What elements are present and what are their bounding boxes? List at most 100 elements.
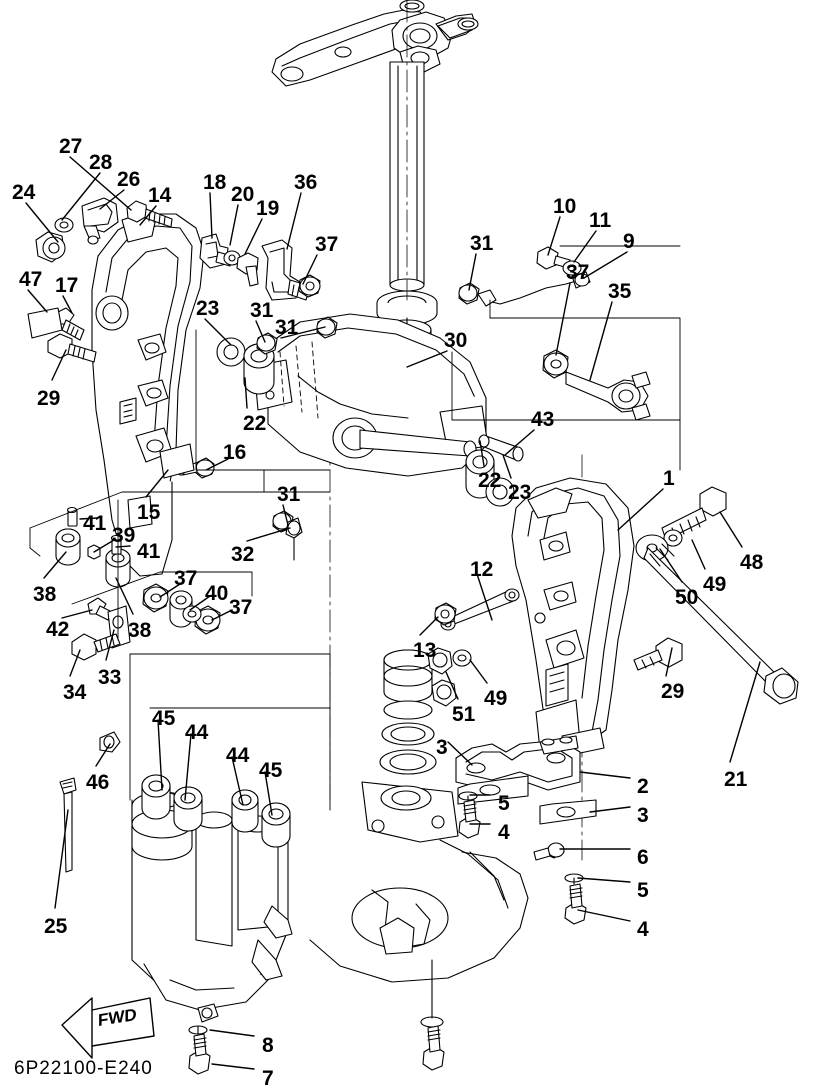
leader-line [691,539,706,570]
link-35 [565,371,651,421]
bolt-37-a [298,274,321,298]
cable-assembly [477,271,591,307]
part-number-label: 6P22100-E240 [14,1058,153,1079]
callout-39: 39 [112,524,136,547]
bushing-44-a [173,786,203,832]
callout-43: 43 [531,408,555,431]
leader-line [61,172,101,221]
leader-line [25,202,59,243]
clamp-26 [81,197,119,245]
callout-4: 4 [637,918,649,941]
bolt-31-a [256,332,278,355]
leader-line [589,806,631,813]
callout-6: 6 [637,846,649,869]
leader-line [93,539,115,553]
bolt-7 [188,1033,211,1075]
leader-line [99,189,125,210]
leader-line [469,659,488,684]
leader-line [211,609,233,621]
callout-45: 45 [259,759,283,782]
callout-40: 40 [205,582,229,605]
leader-line [115,545,131,548]
callout-18: 18 [203,171,227,194]
leader-line [209,192,213,239]
leader-line [579,771,631,779]
callout-23: 23 [508,481,532,504]
callout-3: 3 [436,736,448,759]
leader-line [157,719,163,791]
callout-31: 31 [250,299,274,322]
bolt-31-c [458,282,480,305]
leader-line [583,251,628,279]
callout-28: 28 [89,151,113,174]
block-15 [159,443,195,479]
callout-16: 16 [223,441,247,464]
leader-line [286,192,302,250]
callout-11: 11 [589,209,612,232]
callout-37: 37 [566,261,590,284]
leader-line [79,517,98,520]
callout-41: 41 [137,540,161,563]
callout-30: 30 [444,329,468,352]
bolt-37-c [142,583,169,613]
bolt-34 [71,633,121,661]
bushing-45-a [141,774,171,820]
callout-4: 4 [498,821,510,844]
callout-5: 5 [637,879,649,902]
leader-line [447,741,473,766]
leader-line [51,349,67,381]
nut-51-a [427,647,453,675]
bolt-4-a [458,799,481,839]
callout-22: 22 [243,412,267,435]
nut-24 [35,231,66,263]
link-bottom [197,1003,219,1023]
leader-line [589,301,613,381]
leader-line [577,909,631,922]
bolt-31-b [316,316,338,339]
callout-8: 8 [262,1034,274,1057]
callout-29: 29 [37,387,61,410]
bolt-37-b [542,349,569,379]
bolt-19 [236,252,259,287]
leader-line [665,647,673,677]
leader-line [209,1029,255,1037]
callout-13: 13 [413,639,437,662]
callout-12: 12 [470,558,494,581]
leader-line [577,877,631,883]
leader-line [244,377,248,409]
link-32 [285,517,303,561]
leader-line [115,577,134,615]
pin-41-a [66,506,78,527]
callout-25: 25 [44,915,68,938]
bushing-44-b [231,789,259,833]
washer-11 [562,260,582,276]
plate-47 [27,307,63,339]
seal-stack [379,649,437,775]
leader-line [145,469,169,498]
leader-line [105,629,115,661]
callout-5: 5 [498,792,510,815]
bolt-29-right [633,637,683,671]
leader-line [573,230,597,263]
leader-line [280,326,326,339]
leader-line [282,504,289,526]
callout-48: 48 [740,551,764,574]
leader-line [95,743,111,767]
callout-31: 31 [275,316,299,339]
washer-49-b [452,649,472,667]
bolt-4-b [564,883,587,925]
clip-46 [99,731,121,753]
steering-arm-assembly [271,0,479,87]
callout-45: 45 [152,707,176,730]
leader-line [159,583,181,598]
callout-14: 14 [148,184,172,207]
leader-line [189,595,211,611]
callout-32: 32 [231,543,255,566]
callout-2: 2 [637,775,649,798]
callout-33: 33 [98,666,122,689]
callout-29: 29 [661,680,685,703]
bolt-29-left [47,333,97,363]
callout-37: 37 [229,596,253,619]
